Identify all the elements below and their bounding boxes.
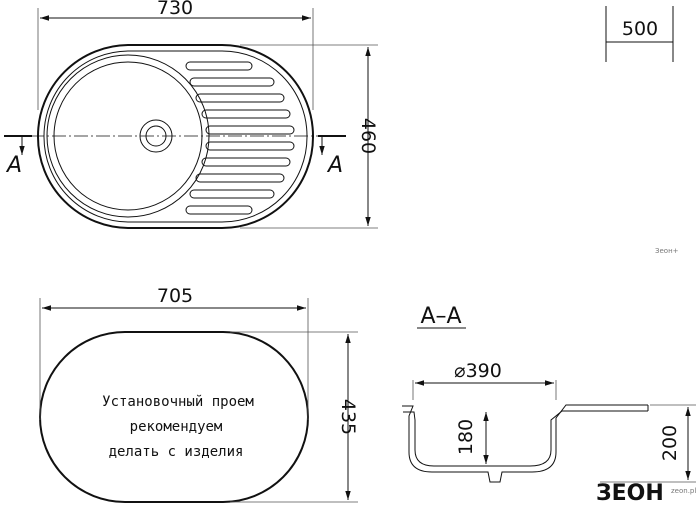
cutout-view: 705 435 Установочный проем рекомендуем д…	[39, 285, 359, 503]
section-profile-outer	[402, 404, 648, 483]
section-view: A–A ⌀390 180 200	[402, 304, 696, 483]
brand-logo-text: ЗЕОН	[596, 481, 664, 506]
dim-total-depth-200: 200	[659, 425, 681, 461]
depth-label-500: 500	[622, 18, 658, 40]
sink-rim	[43, 50, 308, 223]
cutout-note-line-3: делать с изделия	[109, 444, 244, 460]
brand-logo-subtext: zeon.pl	[671, 487, 696, 495]
dim-diameter-390: ⌀390	[454, 360, 502, 382]
top-view: A A 730 460	[4, 0, 379, 229]
section-profile-inner	[403, 410, 648, 467]
brand-logo: ЗЕОН zeon.pl Зеон+	[596, 247, 696, 506]
cutout-outline	[39, 331, 309, 503]
section-mark-left: A	[5, 153, 22, 178]
brand-watermark: Зеон+	[655, 247, 679, 255]
dim-width-705: 705	[157, 285, 193, 307]
sink-outline	[37, 44, 314, 229]
cutout-note-line-1: Установочный проем	[102, 394, 254, 410]
cutout-note-line-2: рекомендуем	[130, 419, 223, 435]
section-title: A–A	[420, 304, 461, 329]
dim-height-435: 435	[337, 399, 359, 435]
depth-box: 500	[605, 6, 674, 62]
dim-bowl-depth-180: 180	[455, 419, 477, 455]
dim-width-730: 730	[157, 0, 193, 19]
dim-height-460: 460	[357, 118, 379, 154]
section-mark-right: A	[326, 153, 343, 178]
drainboard-ribs	[185, 61, 295, 215]
